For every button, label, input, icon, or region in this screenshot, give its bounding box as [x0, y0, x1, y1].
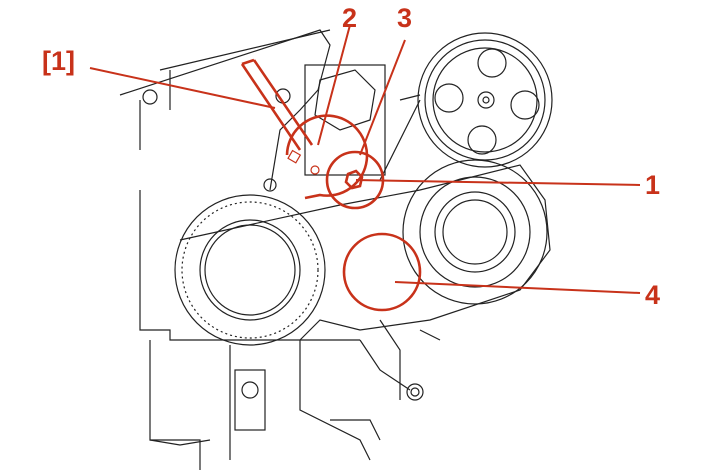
engine-outline — [119, 29, 553, 470]
callout-3: 3 — [397, 3, 413, 33]
leader-4 — [394, 281, 641, 294]
pulley-4 — [342, 232, 422, 312]
callout-tool: [1] — [42, 46, 75, 76]
callout-marks — [89, 24, 641, 312]
leader-tool — [89, 67, 276, 109]
tensioner-2 — [285, 114, 369, 200]
leader-2 — [317, 24, 351, 146]
callout-1: 1 — [645, 170, 661, 200]
callout-2: 2 — [342, 3, 358, 33]
leader-1 — [355, 179, 641, 186]
tool-handle — [240, 59, 314, 151]
callout-4: 4 — [645, 280, 661, 310]
leader-3 — [359, 39, 406, 156]
